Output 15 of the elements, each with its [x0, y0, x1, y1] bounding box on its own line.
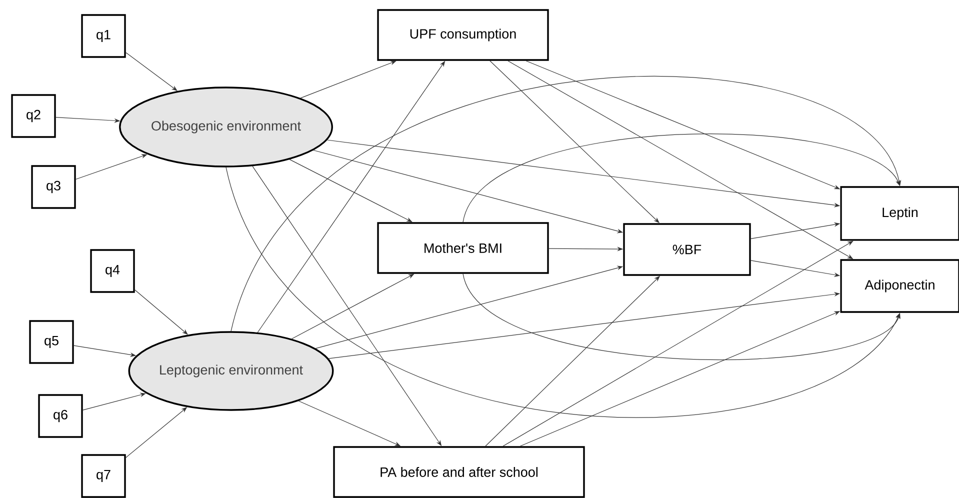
variable-box: Mother's BMI — [377, 222, 549, 274]
variable-box: Leptin — [840, 186, 959, 241]
variable-box: q7 — [81, 454, 126, 498]
variable-box: q2 — [11, 94, 56, 138]
variable-box: q1 — [81, 14, 126, 58]
variable-box: Adiponectin — [840, 259, 959, 313]
variable-box: q5 — [29, 320, 74, 364]
variable-box: PA before and after school — [333, 446, 585, 498]
arrow — [462, 274, 900, 360]
arrow — [462, 134, 900, 222]
variable-box: %BF — [623, 223, 751, 276]
variable-box: q6 — [38, 394, 83, 438]
variable-box: q3 — [31, 165, 76, 209]
variable-box: q4 — [90, 249, 135, 293]
variable-box: UPF consumption — [377, 9, 549, 61]
